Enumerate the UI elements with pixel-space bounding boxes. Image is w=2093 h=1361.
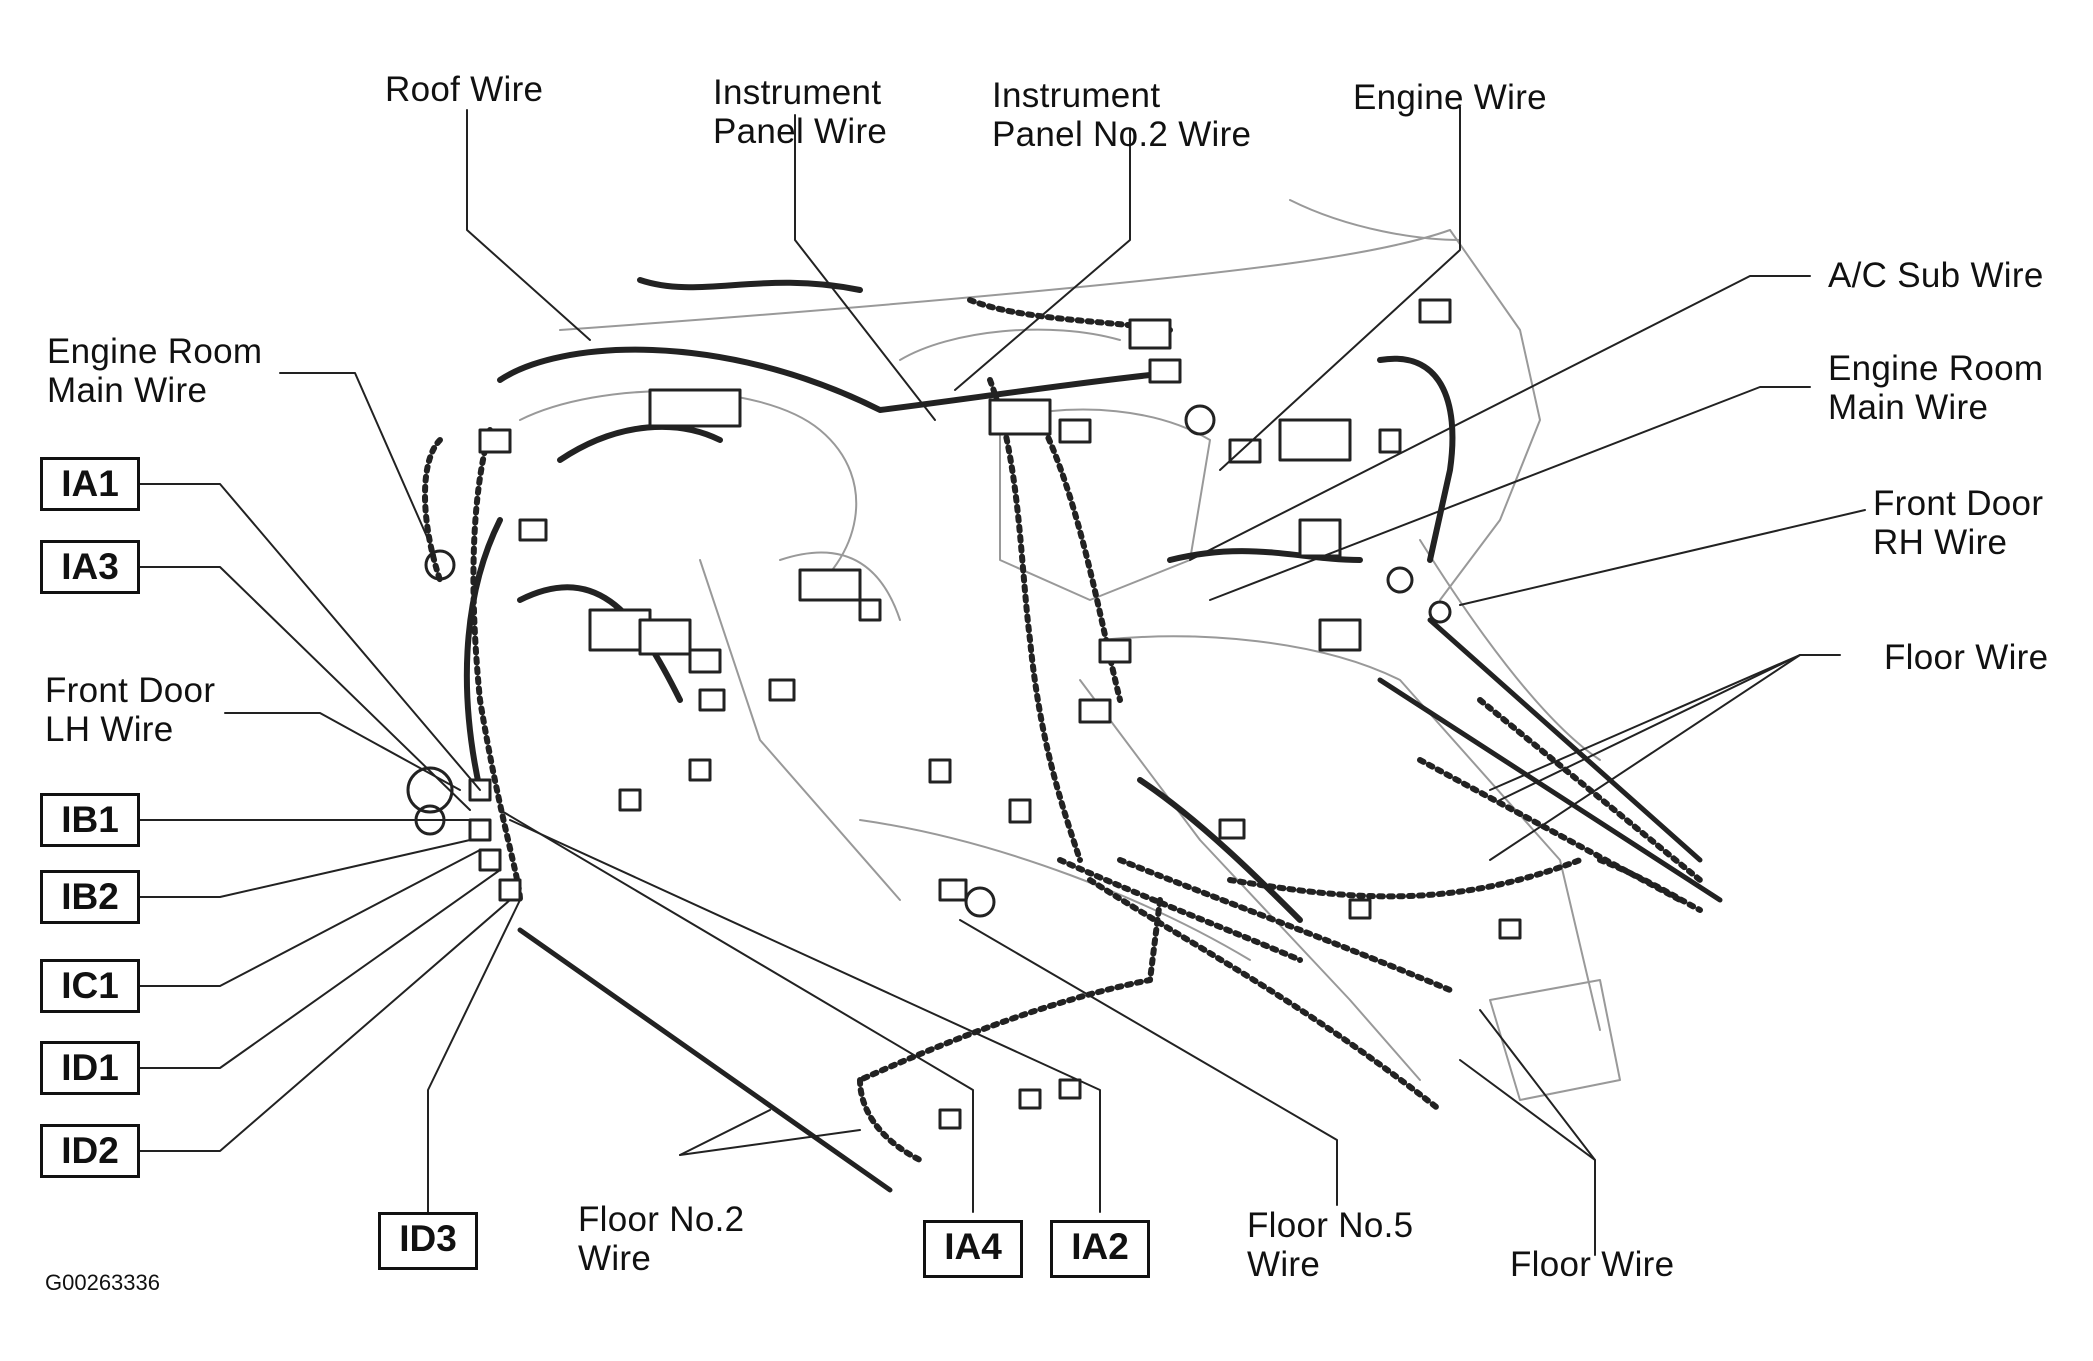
label-floor-no5-wire: Floor No.5 Wire <box>1247 1206 1414 1284</box>
label-floor-wire-right: Floor Wire <box>1884 638 2049 677</box>
floor-runs <box>517 617 1723 1193</box>
connector-ia2: IA2 <box>1050 1220 1150 1278</box>
dashboard-outline <box>519 199 1621 1101</box>
connector-ia4: IA4 <box>923 1220 1023 1278</box>
label-engine-room-main-wire-right: Engine Room Main Wire <box>1828 349 2044 427</box>
label-roof-wire: Roof Wire <box>385 70 544 109</box>
harness-main <box>463 277 1456 923</box>
label-instrument-panel-wire: Instrument Panel Wire <box>713 73 888 151</box>
leader-lines <box>139 106 1866 1256</box>
label-ac-sub-wire: A/C Sub Wire <box>1828 256 2044 295</box>
connector-id2: ID2 <box>40 1124 140 1178</box>
figure-id: G00263336 <box>45 1270 160 1295</box>
label-front-door-lh-wire: Front Door LH Wire <box>45 671 216 749</box>
grommets <box>406 404 1452 918</box>
connector-ic1: IC1 <box>40 959 140 1013</box>
harness-dotted <box>422 297 1703 1163</box>
connector-ia1: IA1 <box>40 457 140 511</box>
label-floor-wire-bottom: Floor Wire <box>1510 1245 1675 1284</box>
label-front-door-rh-wire: Front Door RH Wire <box>1873 484 2044 562</box>
label-instrument-panel-no2-wire: Instrument Panel No.2 Wire <box>992 76 1252 154</box>
connector-ia3: IA3 <box>40 540 140 594</box>
label-floor-no2-wire: Floor No.2 Wire <box>578 1200 745 1278</box>
label-engine-room-main-wire-left: Engine Room Main Wire <box>47 332 263 410</box>
connector-ib2: IB2 <box>40 870 140 924</box>
connector-id3: ID3 <box>378 1212 478 1270</box>
connector-ib1: IB1 <box>40 793 140 847</box>
connector-id1: ID1 <box>40 1041 140 1095</box>
label-engine-wire: Engine Wire <box>1353 78 1547 117</box>
